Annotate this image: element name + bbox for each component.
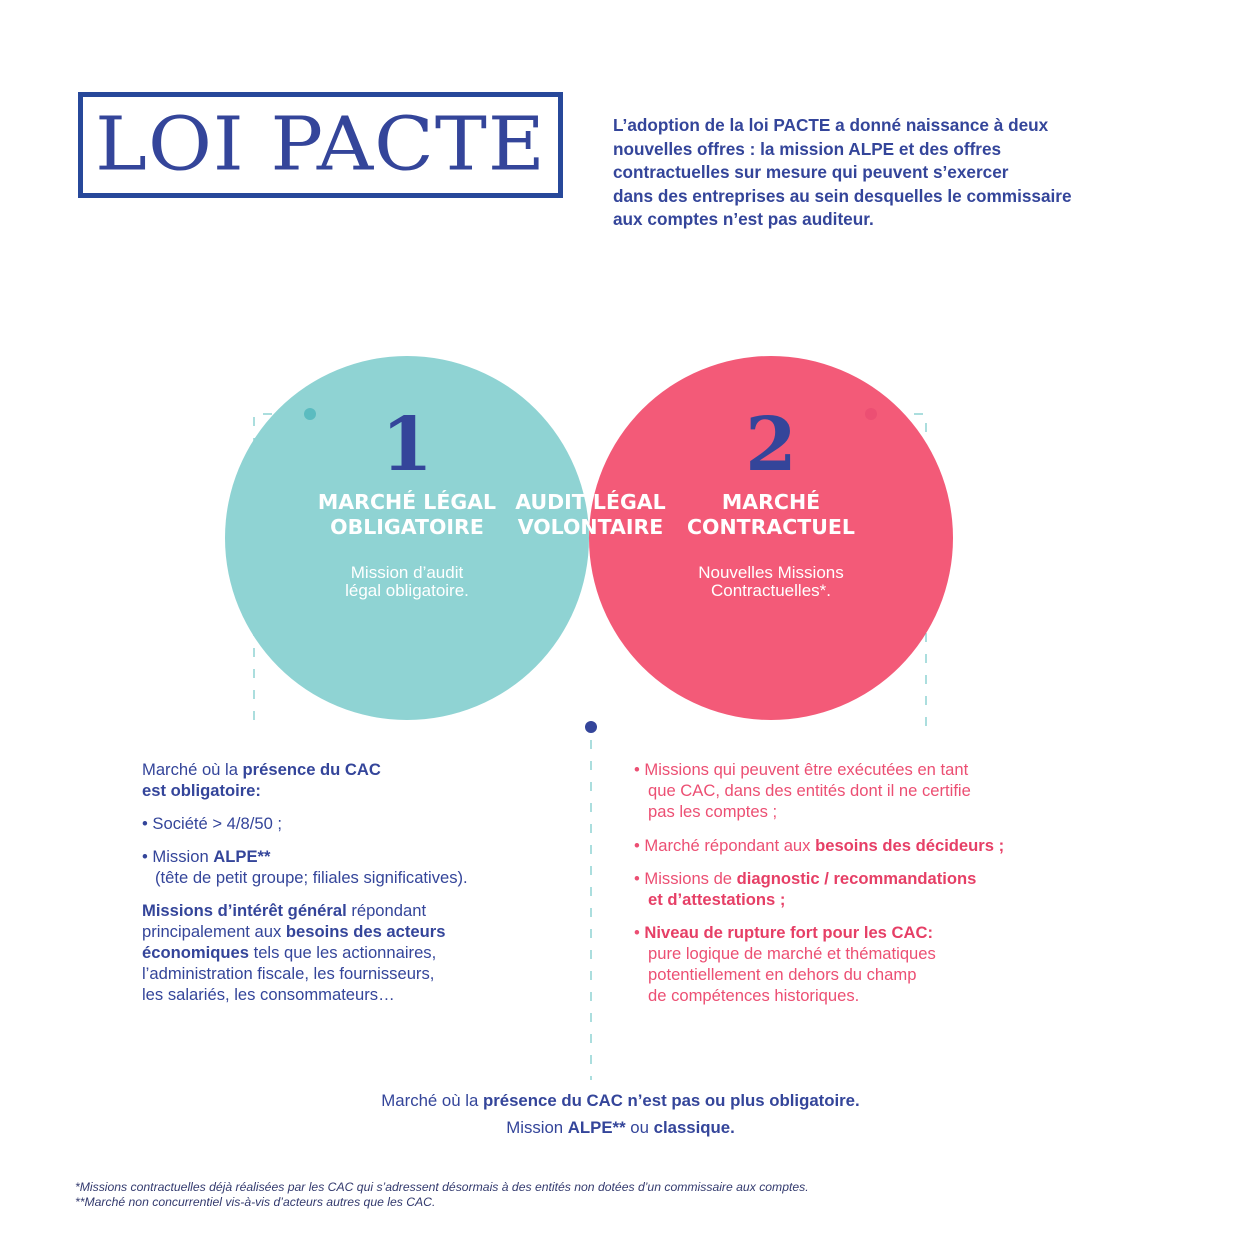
list-item: • Mission ALPE** — [142, 847, 271, 866]
left-circle — [225, 356, 589, 720]
bottom-line-2: Mission ALPE** ou classique. — [506, 1118, 735, 1137]
list-item: • Missions de diagnostic / recommandatio… — [634, 869, 977, 888]
right-circle-heading: MARCHÉ CONTRACTUEL — [686, 490, 855, 539]
list-item: • Missions qui peuvent être exécutées en… — [634, 760, 969, 779]
intro-line: aux comptes n’est pas auditeur. — [613, 209, 874, 229]
page-title: LOI PACTE — [95, 102, 546, 188]
intro-line: dans des entreprises au sein desquelles … — [613, 185, 1072, 206]
title-box: LOI PACTE — [78, 92, 563, 198]
center-heading: AUDIT LÉGAL VOLONTAIRE — [515, 490, 666, 539]
list-item: • Société > 4/8/50 ; — [142, 814, 283, 833]
footnote-1: *Missions contractuelles déjà réalisées … — [75, 1180, 809, 1194]
footnote-2: **Marché non concurrentiel vis-à-vis d’a… — [75, 1195, 436, 1209]
right-circle-label: 2 — [671, 408, 871, 482]
left-circle-label: 1 — [307, 408, 507, 482]
left-circle-heading: MARCHÉ LÉGAL OBLIGATOIRE — [317, 490, 497, 539]
intro-paragraph: L’adoption de la loi PACTE a donné naiss… — [613, 114, 1173, 232]
right-description: • Missions qui peuvent être exécutées en… — [634, 759, 1074, 1006]
intro-line: contractuelles sur mesure qui peuvent s’… — [613, 162, 1009, 182]
right-circle — [589, 356, 953, 720]
number-two: 2 — [745, 402, 797, 488]
number-one: 1 — [381, 402, 433, 488]
left-description: Marché où la présence du CAC est obligat… — [142, 759, 542, 1005]
bottom-line-1: Marché où la présence du CAC n’est pas o… — [381, 1091, 860, 1110]
intro-line: L’adoption de la loi PACTE a donné naiss… — [613, 115, 1049, 135]
list-item: • Niveau de rupture fort pour les CAC: — [634, 923, 933, 942]
right-circle-subtitle: Nouvelles Missions Contractuelles*. — [698, 563, 844, 600]
intro-line: nouvelles offres : la mission ALPE et de… — [613, 138, 1002, 159]
left-circle-subtitle: Mission d’audit légal obligatoire. — [345, 563, 469, 600]
left-dot — [304, 408, 316, 420]
center-dot — [585, 721, 597, 733]
list-item: • Marché répondant aux besoins des décid… — [634, 836, 1005, 855]
right-dot — [865, 408, 877, 420]
